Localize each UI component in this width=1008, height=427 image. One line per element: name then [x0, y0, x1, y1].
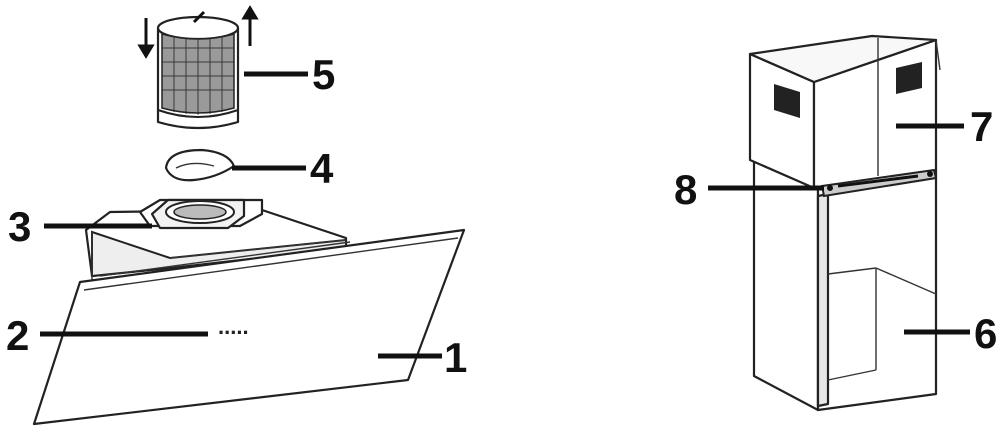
upper-chimney — [748, 34, 941, 190]
hood-assembly: ..... — [32, 198, 466, 426]
callouts: 1 2 3 4 5 6 7 8 — [6, 51, 997, 381]
callout-5: 5 — [312, 51, 335, 98]
mounting-bracket — [820, 168, 938, 198]
callout-3: 3 — [8, 203, 31, 250]
callout-2: 2 — [6, 312, 29, 359]
callout-4: 4 — [310, 145, 334, 192]
callout-6: 6 — [974, 310, 997, 357]
control-panel-dots: ..... — [218, 314, 249, 339]
vent-grille-left — [774, 84, 800, 118]
callout-8: 8 — [674, 166, 697, 213]
adapter-cap — [164, 148, 236, 182]
rotate-arrow-icon — [137, 5, 259, 59]
glass-panel — [32, 228, 466, 426]
charcoal-filter — [137, 5, 259, 130]
callout-7: 7 — [970, 103, 993, 150]
vent-grille-right — [896, 62, 922, 94]
callout-1: 1 — [444, 334, 467, 381]
chimney-assembly — [748, 34, 941, 412]
outlet-flange — [138, 198, 264, 230]
lower-chimney — [752, 154, 938, 412]
